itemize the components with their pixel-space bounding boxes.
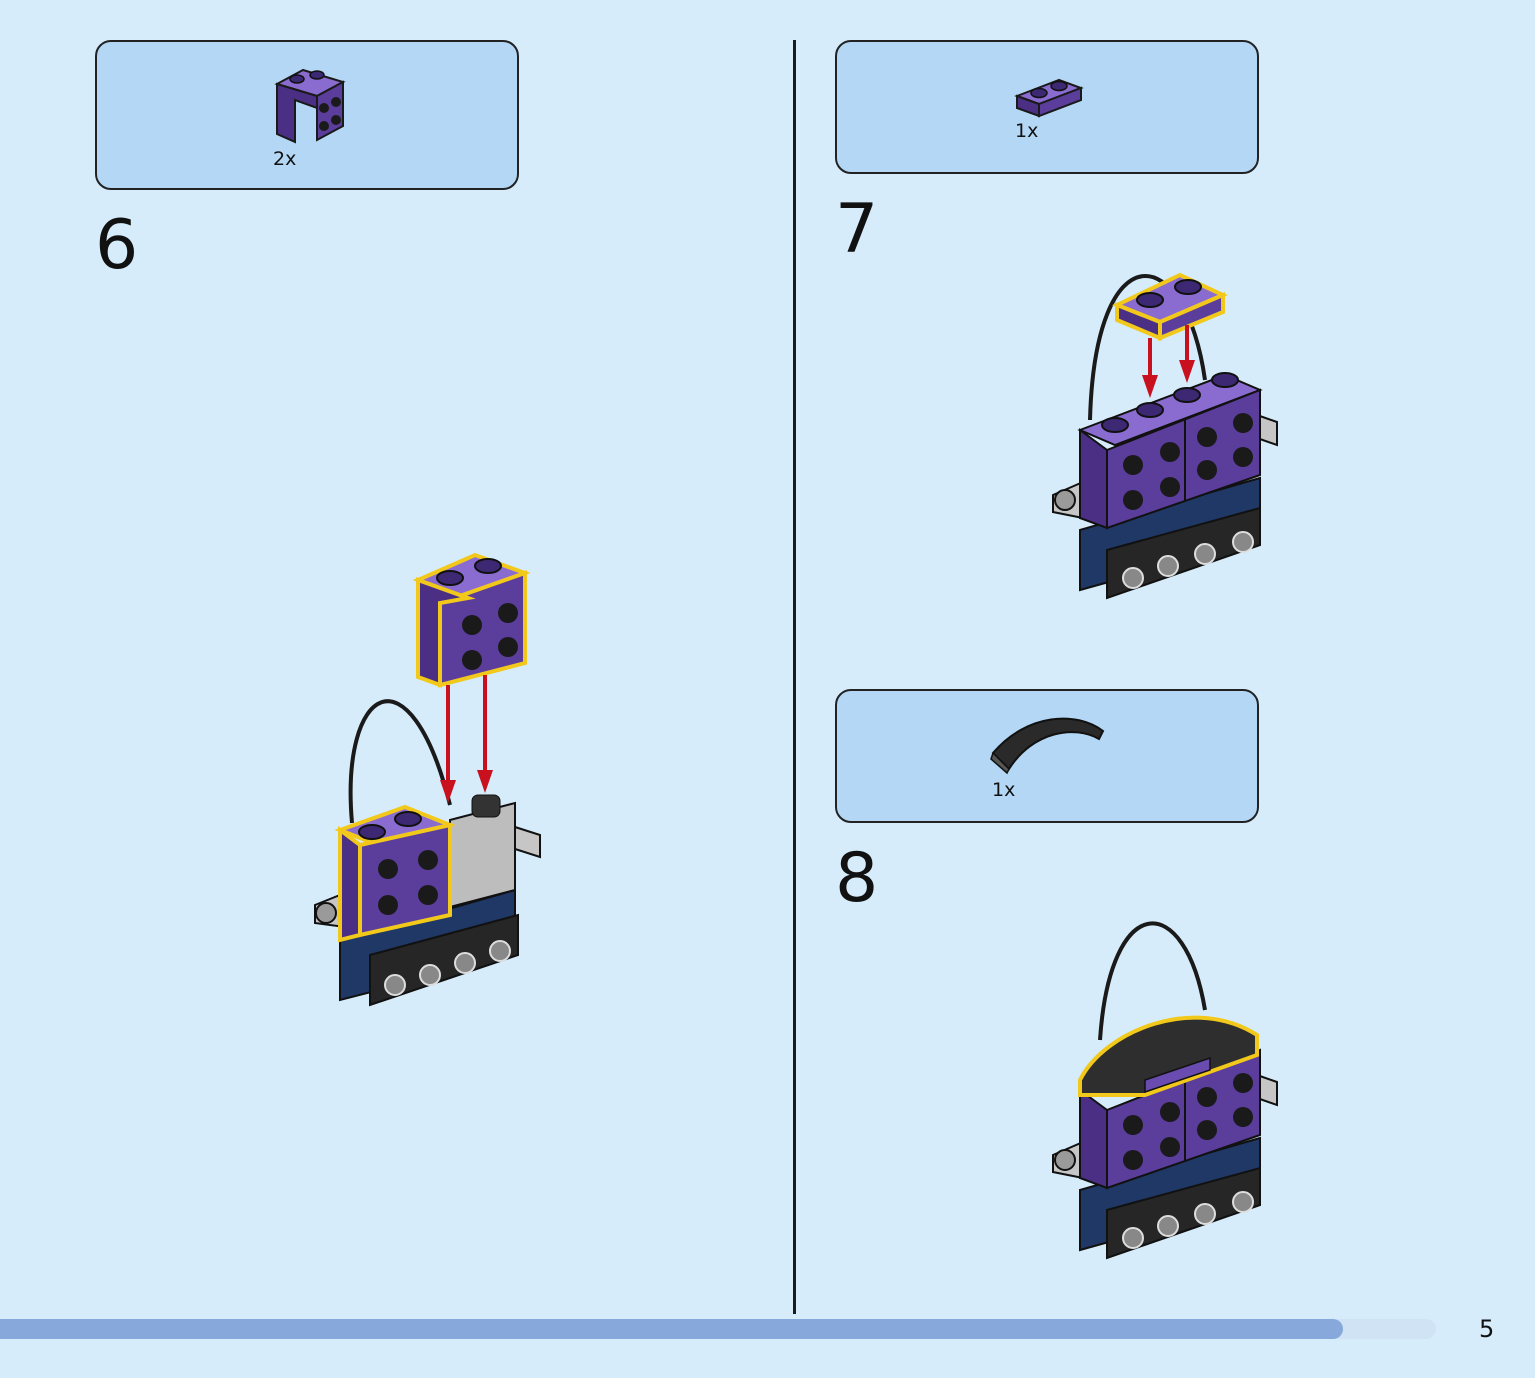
step-8-part-quantity: 1x [992,779,1016,801]
page-progress-fill [0,1319,1343,1339]
step-8-assembly-illustration [1052,921,1278,1260]
purple-bracket-1x2-2x2-icon [274,68,346,144]
step-7-assembly-illustration [1052,272,1278,600]
step-7-part-quantity: 1x [1015,120,1039,142]
step-6-assembly-illustration [314,552,541,1007]
column-divider [793,40,796,1314]
step-8-number: 8 [835,839,879,918]
black-curved-slope-icon [990,717,1105,775]
purple-plate-1x2-icon [1014,78,1084,118]
page-number: 5 [1479,1315,1495,1343]
step-6-part-quantity: 2x [273,148,297,170]
step-8-parts-box: 1x [835,689,1259,823]
page-progress-bar [0,1319,1436,1339]
step-6-number: 6 [95,206,139,285]
step-6-parts-box: 2x [95,40,519,190]
step-7-parts-box: 1x [835,40,1259,174]
step-7-number: 7 [835,190,879,269]
